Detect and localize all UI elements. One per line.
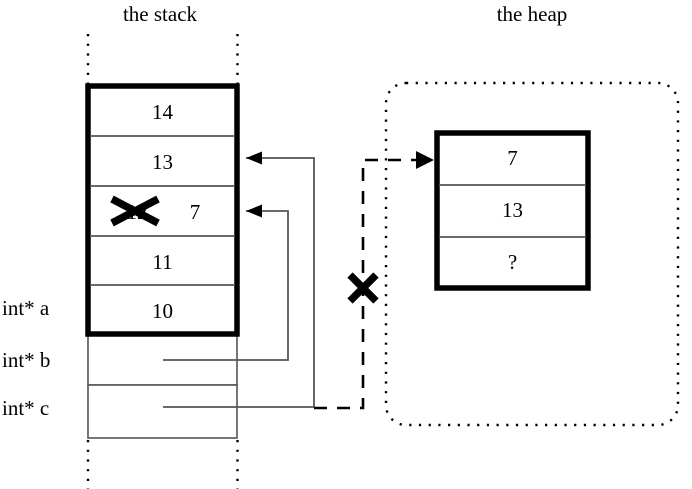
pointer-label-b: int* b [2,348,51,372]
stack-slot-c [87,384,238,439]
stack-title: the stack [122,2,198,26]
pointer-b-arrow [163,204,289,361]
pointer-c-stack-arrow [163,151,315,408]
stack-cell-value-7-new: 7 [189,200,201,224]
broken-pointer-x-icon [347,272,379,304]
stack-cell-value-11: 11 [152,250,173,274]
stack-cell-value-10: 10 [152,299,173,323]
stack-cell-value-13: 13 [152,150,173,174]
heap-cell-value-7: 7 [507,146,518,170]
stack-frame [85,83,240,337]
heap-block [434,130,591,291]
heap-title: the heap [496,2,568,26]
stack-cell-value-14: 14 [152,100,173,124]
pointer-label-c: int* c [2,396,50,420]
heap-cell-value-13: 13 [502,198,523,222]
heap-cell-value-unknown: ? [507,250,518,274]
stack-cell-value-12-struck: 12 [126,200,148,224]
strikeout-x-icon [110,195,160,227]
pointer-label-a: int* a [2,296,50,320]
